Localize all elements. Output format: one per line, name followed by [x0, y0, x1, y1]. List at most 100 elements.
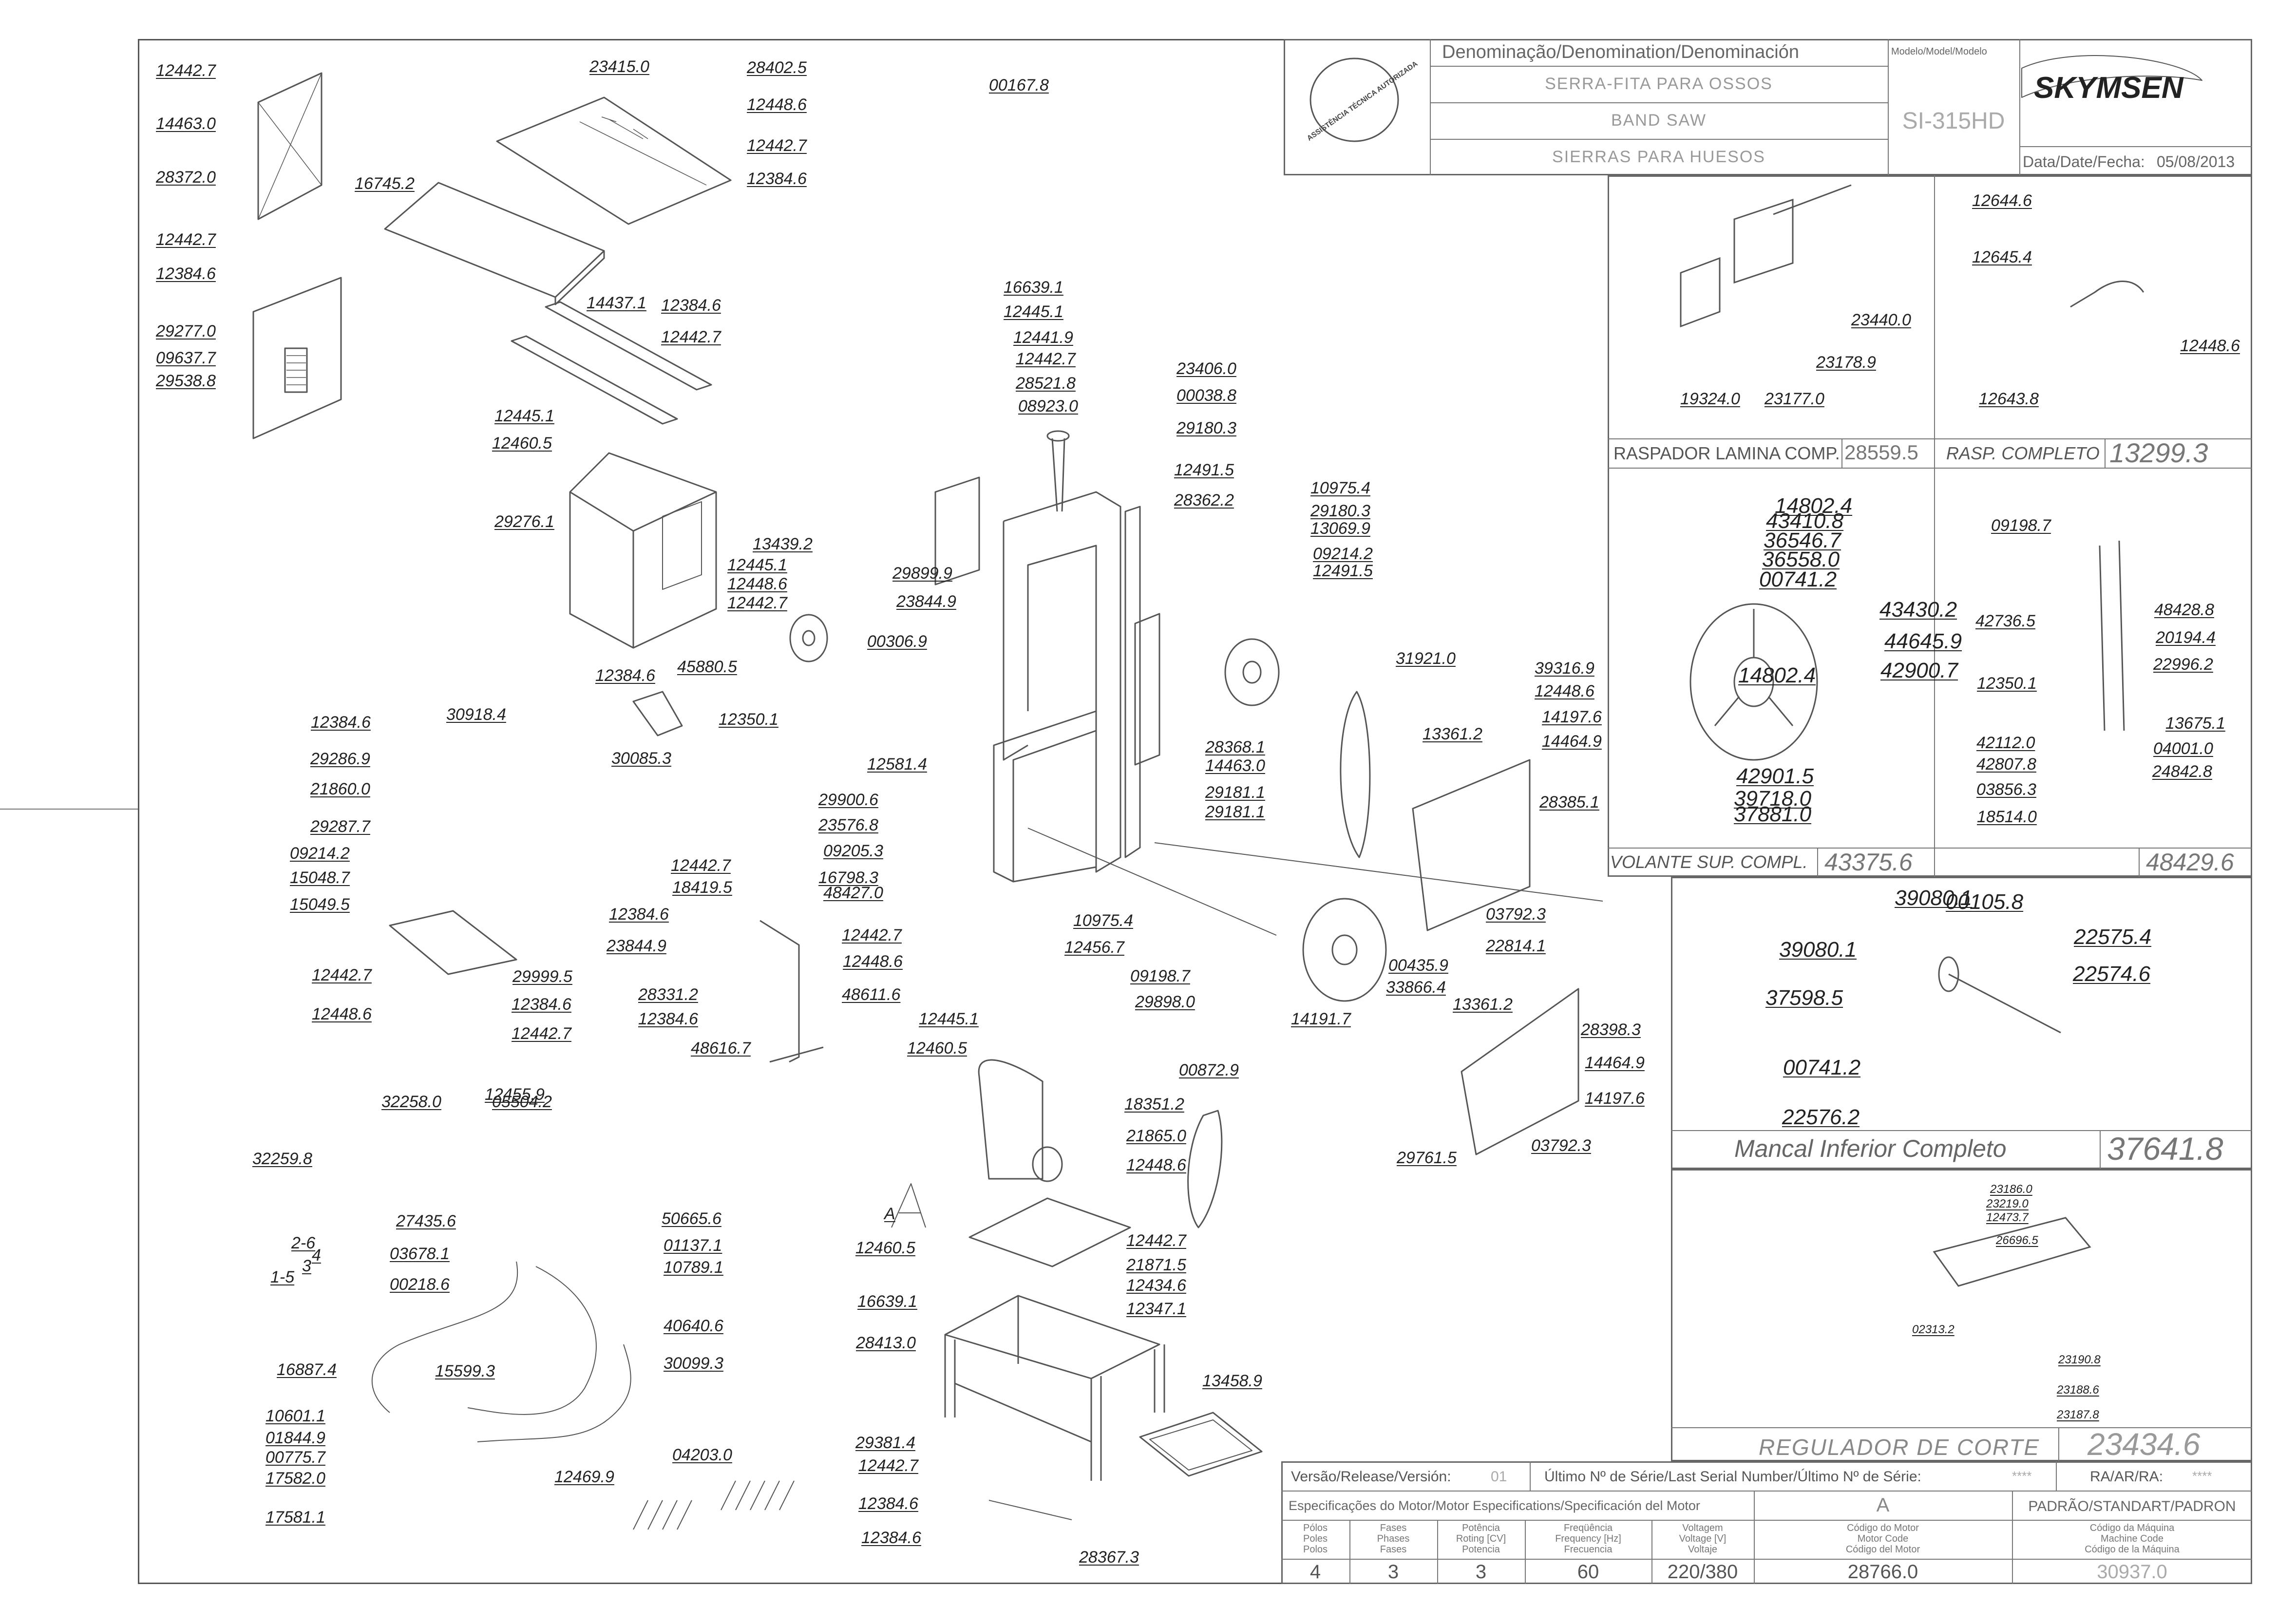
- part-number: 09205.3: [823, 842, 883, 860]
- part-number-pivot: 18514.0: [1977, 808, 2037, 826]
- serial-label: Último Nº de Série/Last Serial Number/Úl…: [1544, 1469, 1921, 1485]
- part-number: 12445.1: [919, 1010, 979, 1028]
- part-number: 12434.6: [1126, 1276, 1186, 1295]
- poles-value: 4: [1309, 1561, 1321, 1583]
- part-number-regulador: 23188.6: [2057, 1383, 2099, 1397]
- part-number: 12442.7: [156, 230, 216, 249]
- part-number: 29277.0: [156, 322, 216, 340]
- part-number: 1-5: [270, 1268, 295, 1286]
- part-number: 28521.8: [1016, 374, 1076, 393]
- part-number: 09637.7: [156, 349, 216, 367]
- part-number: 16798.3: [818, 869, 878, 887]
- part-number: 12442.7: [1016, 350, 1076, 368]
- rasp-completo-code: 13299.3: [2109, 437, 2208, 468]
- part-number: 29899.9: [892, 564, 952, 583]
- date-value: 05/08/2013: [2157, 153, 2235, 170]
- tension-plate: [934, 476, 980, 585]
- part-number: 28331.2: [638, 985, 698, 1004]
- part-number-regulador: 23219.0: [1986, 1197, 2029, 1210]
- part-number-volante: 42900.7: [1880, 659, 1958, 682]
- side-panel: [252, 277, 342, 439]
- part-number: 30085.3: [611, 749, 671, 768]
- part-number: 16887.4: [277, 1360, 337, 1379]
- part-number-rasp: 12645.4: [1972, 248, 2032, 266]
- part-number: 4: [312, 1246, 321, 1265]
- part-number: 12384.6: [638, 1010, 698, 1028]
- ra-value: ****: [2192, 1469, 2212, 1483]
- part-number: 12384.6: [512, 995, 571, 1014]
- machine-stand: [944, 1295, 1160, 1379]
- table-board: [384, 182, 605, 298]
- part-number: 29180.3: [1176, 419, 1236, 437]
- part-number-raspador: 23177.0: [1765, 390, 1824, 408]
- part-number: 29900.6: [818, 791, 878, 809]
- part-number: 03792.3: [1486, 905, 1546, 924]
- part-number: 45880.5: [677, 658, 737, 676]
- part-number: 15599.3: [435, 1362, 495, 1380]
- part-number: 48611.6: [842, 985, 901, 1004]
- part-number: 12442.7: [671, 856, 731, 875]
- mancal-shaft: [1948, 973, 2061, 1034]
- regulador-label: REGULADOR DE CORTE: [1759, 1435, 2040, 1460]
- part-number: 21865.0: [1126, 1127, 1186, 1145]
- motor-spec-label: Especificações do Motor/Motor Especifica…: [1289, 1498, 1700, 1513]
- part-number: 12442.7: [858, 1456, 918, 1475]
- drive-shaft: [1027, 828, 1277, 936]
- raspador-code: 28559.5: [1844, 441, 1918, 464]
- regulador-code: 23434.6: [2087, 1427, 2201, 1462]
- part-number: 23844.9: [607, 937, 666, 955]
- upper-wheel: [1689, 603, 1818, 761]
- lever-arm: [759, 920, 824, 1063]
- vent-grille: [284, 347, 308, 393]
- top-table-plate: [496, 96, 732, 225]
- part-number: 00218.6: [390, 1275, 450, 1294]
- regulator-bracket: [1933, 1217, 2091, 1287]
- part-number: 29898.0: [1135, 993, 1195, 1011]
- part-number: 28385.1: [1539, 793, 1599, 812]
- part-number: 10789.1: [664, 1258, 723, 1277]
- part-number: 23576.8: [818, 816, 878, 834]
- upper-wheel-main: [1224, 638, 1280, 706]
- part-number: 14191.7: [1291, 1010, 1351, 1028]
- part-number-pivot: 12350.1: [1977, 674, 2037, 693]
- pivot-code: 48429.6: [2146, 849, 2234, 876]
- part-number: 29538.8: [156, 372, 216, 390]
- part-number-pivot: 03856.3: [1976, 780, 2036, 799]
- mancal-code: 37641.8: [2107, 1131, 2223, 1167]
- blade-guide: [1134, 613, 1160, 766]
- part-number-volante: 44645.9: [1884, 629, 1962, 653]
- part-number: 00872.9: [1179, 1061, 1239, 1079]
- part-number: 28413.0: [856, 1334, 916, 1352]
- part-number: 12448.6: [843, 952, 903, 971]
- motor-body: [978, 1059, 1044, 1180]
- part-number: 40640.6: [664, 1317, 723, 1335]
- part-number: 03792.3: [1531, 1136, 1591, 1155]
- lower-cabinet: [569, 452, 717, 649]
- part-number: 12448.6: [1126, 1156, 1186, 1174]
- col-power-header: Potência Roting [CV] Potencia: [1456, 1523, 1506, 1555]
- part-number: 14463.0: [1205, 756, 1265, 775]
- brand-swoosh: [2021, 55, 2202, 98]
- hand-wheel: [789, 614, 828, 662]
- part-number: 04203.0: [672, 1446, 732, 1464]
- part-number-mancal: 22575.4: [2074, 925, 2152, 949]
- part-number: 12445.1: [727, 556, 787, 574]
- part-number: 13458.9: [1202, 1372, 1262, 1390]
- part-number: 21860.0: [310, 780, 370, 798]
- part-number: 29999.5: [512, 967, 572, 986]
- part-number: 12445.1: [494, 407, 554, 425]
- part-number: 05504.2: [492, 1093, 552, 1111]
- col-voltage-header: Voltagem Voltage [V] Voltaje: [1679, 1523, 1727, 1555]
- authorized-seal: [1309, 57, 1399, 142]
- part-number: 12460.5: [907, 1039, 967, 1057]
- part-number: 17581.1: [266, 1508, 325, 1527]
- part-number-pivot: 24842.8: [2152, 762, 2212, 781]
- part-number: 14463.0: [156, 114, 216, 133]
- part-number: 28398.3: [1581, 1020, 1641, 1039]
- version-label: Versão/Release/Versión:: [1291, 1469, 1451, 1485]
- spec-table: [1281, 1461, 2252, 1584]
- part-number: 10601.1: [266, 1407, 325, 1425]
- part-number-volante: 43430.2: [1879, 598, 1957, 622]
- part-number: 12460.5: [855, 1239, 915, 1257]
- part-number: 12491.5: [1174, 461, 1234, 479]
